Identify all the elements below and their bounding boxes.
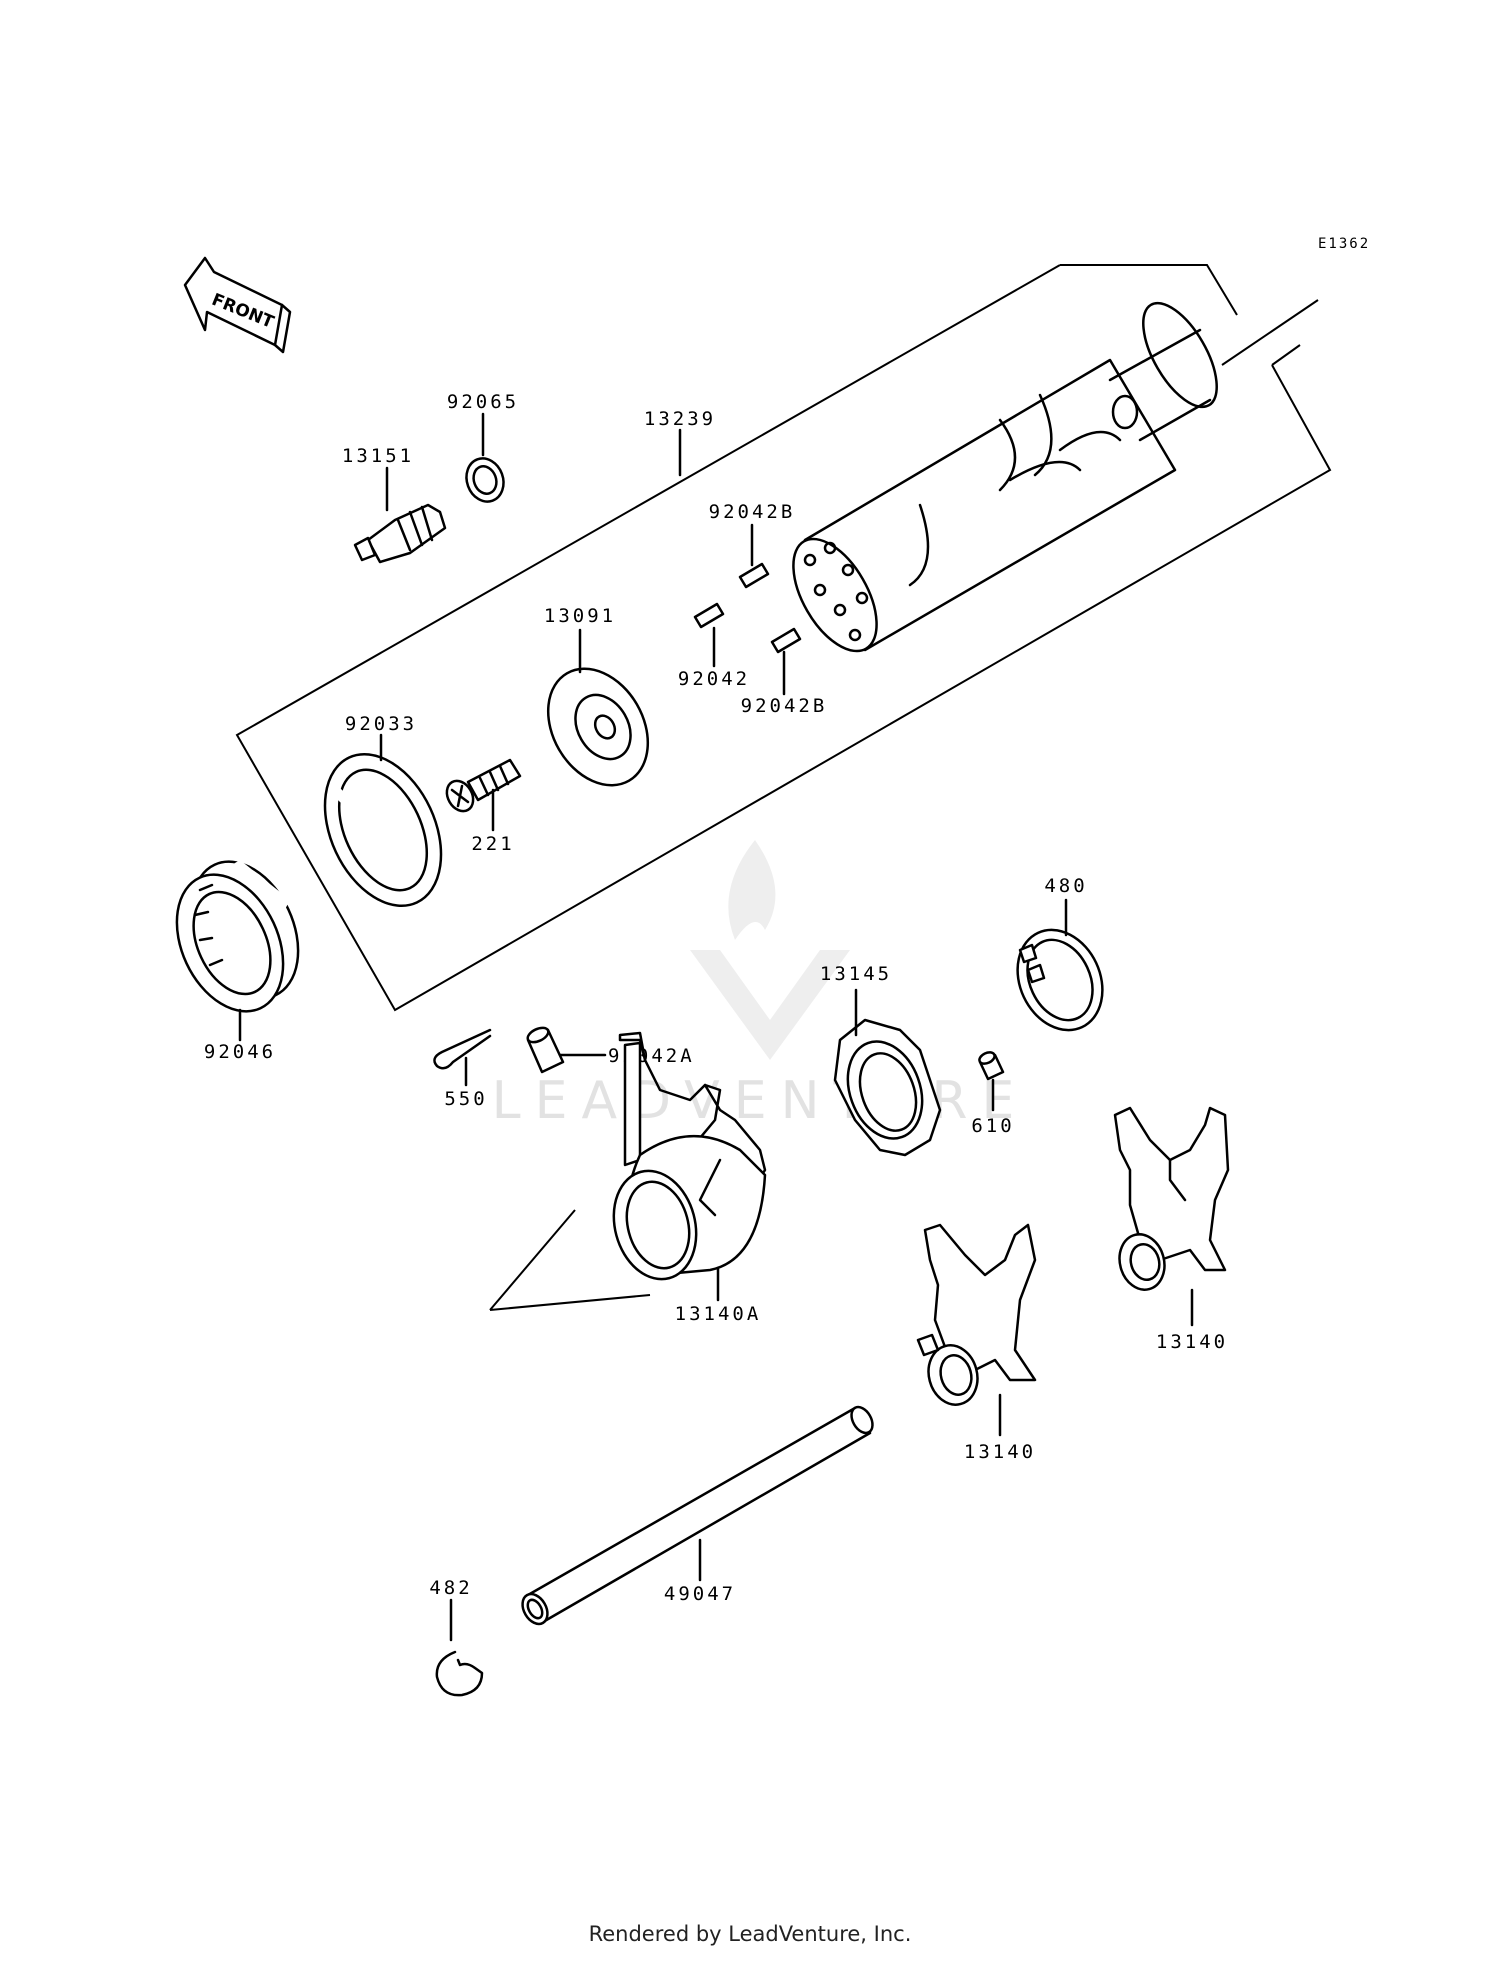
shift-fork-13140a xyxy=(612,1031,767,1281)
label-13239: 13239 xyxy=(644,408,716,430)
pin-610 xyxy=(978,1051,1005,1081)
label-92033: 92033 xyxy=(345,713,417,735)
shift-drum-holder xyxy=(833,1018,942,1157)
cotter-pin xyxy=(433,1028,492,1070)
positioning-plate xyxy=(546,667,650,787)
assembly-box xyxy=(235,264,1332,1012)
label-610: 610 xyxy=(971,1115,1014,1137)
screw xyxy=(445,758,522,813)
needle-bearing xyxy=(175,860,300,1013)
label-92042: 92042 xyxy=(678,668,750,690)
label-92065: 92065 xyxy=(447,391,519,413)
label-92042b-top: 92042B xyxy=(709,501,796,523)
label-221: 221 xyxy=(471,833,514,855)
snap-ring-92033 xyxy=(323,752,443,908)
shift-rod xyxy=(521,1405,874,1626)
shift-fork-13140-middle xyxy=(916,1223,1037,1406)
shift-drum xyxy=(792,301,1218,653)
e-clip xyxy=(435,1650,484,1697)
label-13140-right: 13140 xyxy=(1156,1331,1228,1353)
label-482: 482 xyxy=(429,1577,472,1599)
circlip-480 xyxy=(1016,928,1104,1032)
neutral-switch xyxy=(353,503,447,564)
label-13091: 13091 xyxy=(544,605,616,627)
front-arrow-icon: FRONT xyxy=(183,256,292,354)
label-480: 480 xyxy=(1044,875,1087,897)
watermark-text: LEADVENTURE xyxy=(492,1071,1029,1131)
pin-92042a xyxy=(526,1026,565,1074)
diagram-code: E1362 xyxy=(1318,236,1370,252)
label-550: 550 xyxy=(444,1088,487,1110)
label-13151: 13151 xyxy=(342,445,414,467)
leadventure-watermark: LEADVENTURE xyxy=(492,840,1029,1131)
label-92042b-bottom: 92042B xyxy=(741,695,828,717)
label-92042a: 92042A xyxy=(608,1045,695,1067)
label-13140-middle: 13140 xyxy=(964,1441,1036,1463)
shift-fork-13140-right xyxy=(1113,1106,1230,1291)
label-49047: 49047 xyxy=(664,1583,736,1605)
label-13140a: 13140A xyxy=(675,1303,762,1325)
footer-credit: Rendered by LeadVenture, Inc. xyxy=(588,1922,912,1946)
washer xyxy=(465,457,505,503)
drum-pins xyxy=(693,562,802,654)
label-92046: 92046 xyxy=(204,1041,276,1063)
label-13145: 13145 xyxy=(820,963,892,985)
